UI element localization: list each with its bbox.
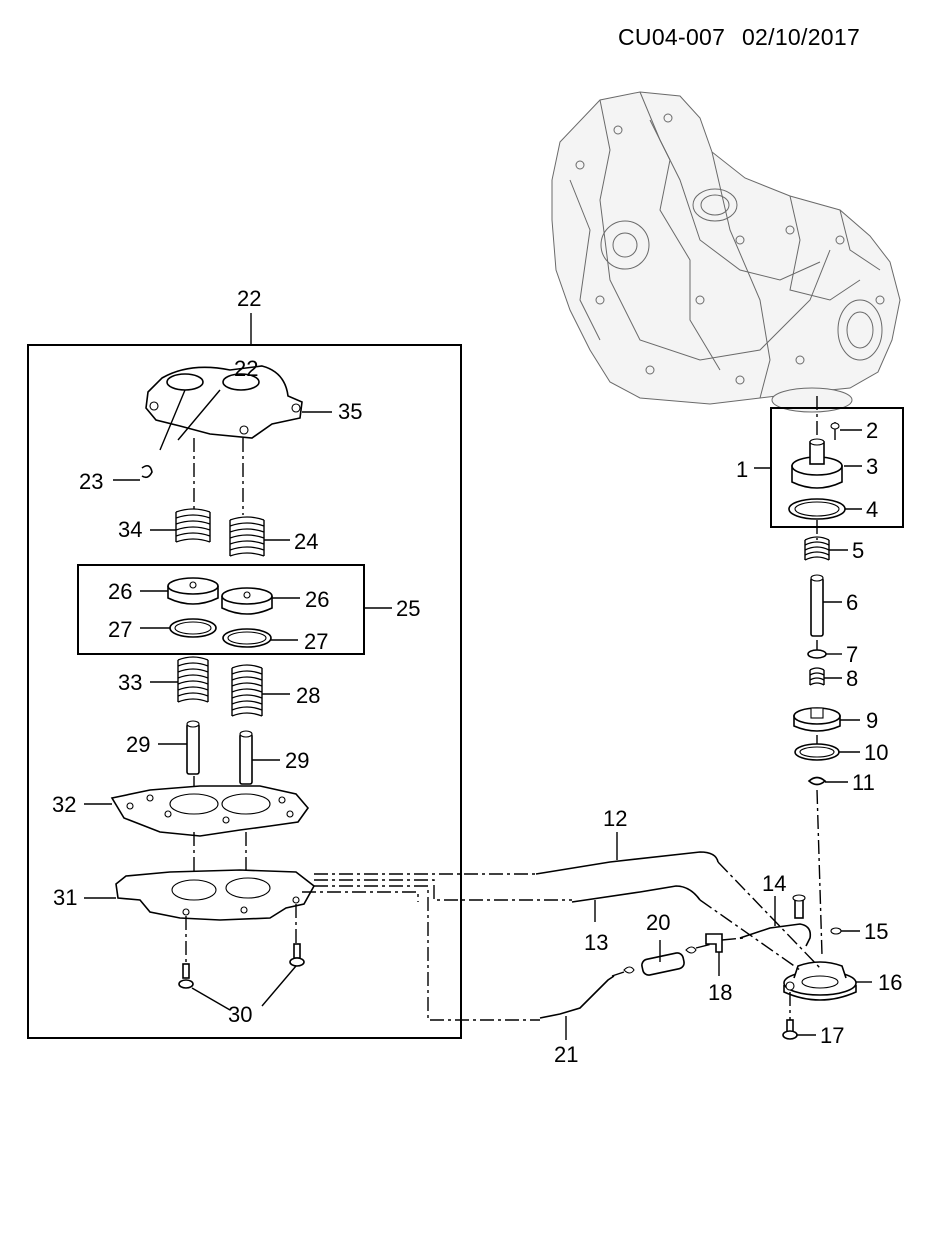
part-20-hose (611, 943, 713, 977)
callout-33: 33 (118, 670, 142, 695)
part-5-spring (804, 536, 830, 561)
part-27-seal-left (169, 618, 217, 638)
part-32-gasket (110, 785, 310, 837)
callout-27-left: 27 (108, 617, 132, 642)
part-26-piston-left (167, 577, 219, 605)
callout-30: 30 (228, 1002, 252, 1027)
part-28-spring (231, 664, 263, 717)
callout-1: 1 (736, 457, 748, 482)
callout-32: 32 (52, 792, 76, 817)
part-30-bolt-left (178, 963, 194, 989)
servo-assembly-group (770, 396, 904, 956)
callout-23: 23 (79, 469, 103, 494)
leader-lines (84, 411, 872, 1040)
part-35-accumulator-housing (145, 365, 303, 451)
callout-35: 35 (338, 399, 362, 424)
part-16-servo-cover (783, 961, 857, 1001)
part-26-piston-right (221, 587, 273, 615)
oil-pipes-group (535, 851, 821, 1019)
callout-26-left: 26 (108, 579, 132, 604)
part-33-spring (177, 656, 209, 703)
part-8-spring (809, 667, 825, 686)
part-3-servo-piston (791, 438, 843, 489)
callout-4: 4 (866, 497, 878, 522)
pipe-routing-links (302, 873, 572, 1021)
callout-12: 12 (603, 806, 627, 831)
part-11-snap-clip (807, 776, 827, 786)
callout-18: 18 (708, 980, 732, 1005)
callout-29-left: 29 (126, 732, 150, 757)
document-header: CU04-007 02/10/2017 (618, 24, 870, 51)
callout-9: 9 (866, 708, 878, 733)
part-13-pipe (571, 885, 801, 971)
callout-27-right: 27 (304, 629, 328, 654)
part-29-pin-left (186, 720, 200, 775)
callout-22-inner: 22 (234, 356, 258, 381)
part-23-clip (141, 464, 153, 479)
part-4-seal-ring (788, 498, 846, 520)
callout-26-right: 26 (305, 587, 329, 612)
callout-17: 17 (820, 1023, 844, 1048)
callout-22: 22 (237, 286, 261, 311)
part-24-spring (229, 516, 265, 557)
servo-cover-group (739, 894, 857, 1040)
callout-34: 34 (118, 517, 142, 542)
callout-25: 25 (396, 596, 420, 621)
part-30-bolt-right (289, 943, 305, 967)
callout-20: 20 (646, 910, 670, 935)
callout-14: 14 (762, 871, 786, 896)
part-9-piston (793, 707, 841, 732)
callout-15: 15 (864, 919, 888, 944)
callout-11: 11 (852, 770, 875, 795)
piston-kit-box (77, 564, 365, 655)
document-code: CU04-007 (618, 24, 726, 50)
part-15-clip (830, 927, 842, 935)
callout-21: 21 (554, 1042, 578, 1067)
accumulator-kit-box (27, 344, 462, 1039)
part-6-servo-rod (810, 574, 824, 637)
part-34-spring (175, 508, 211, 543)
callout-24: 24 (294, 529, 318, 554)
part-10-seal-ring (794, 743, 840, 761)
callout-13: 13 (584, 930, 608, 955)
part-31-valve-plate (115, 869, 316, 921)
accumulator-group (77, 365, 392, 989)
callout-5: 5 (852, 538, 864, 563)
part-29-pin-right (239, 730, 253, 785)
callout-6: 6 (846, 590, 858, 615)
part-7-washer (807, 649, 827, 659)
part-18-bracket (705, 933, 745, 953)
callout-29-right: 29 (285, 748, 309, 773)
callout-31: 31 (53, 885, 77, 910)
callout-labels: 1 2 3 4 5 6 7 8 9 10 11 12 13 14 15 16 1… (52, 286, 902, 1067)
part-2-pin (830, 422, 840, 440)
part-27-seal-right (222, 628, 272, 648)
callout-16: 16 (878, 970, 902, 995)
part-17-bolt (782, 992, 798, 1040)
callout-10: 10 (864, 740, 888, 765)
transaxle-case-illustration (551, 91, 901, 413)
callout-8: 8 (846, 666, 858, 691)
callout-2: 2 (866, 418, 878, 443)
part-21-pipe (539, 975, 615, 1019)
callout-3: 3 (866, 454, 878, 479)
callout-28: 28 (296, 683, 320, 708)
part-12-pipe (535, 851, 821, 969)
document-date: 02/10/2017 (741, 24, 861, 50)
callout-7: 7 (846, 642, 858, 667)
